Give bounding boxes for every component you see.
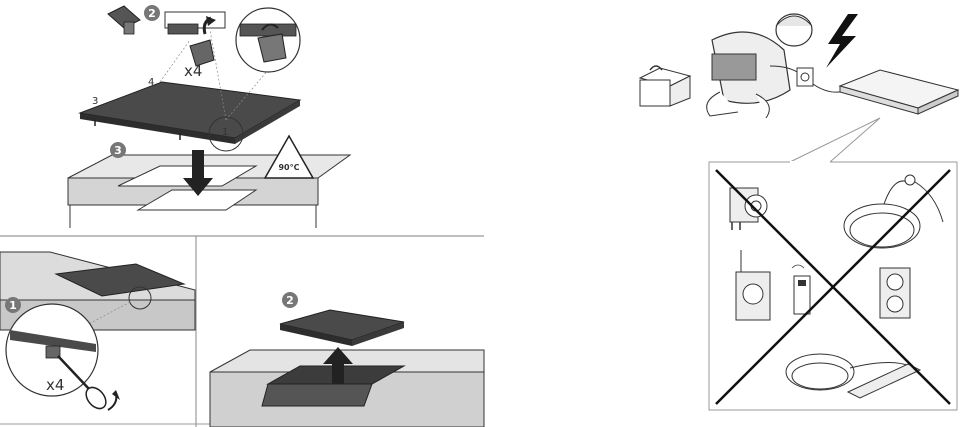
unclip-panel: 1 x4	[0, 251, 196, 411]
heat-warning-icon: 90°C	[263, 134, 315, 179]
svg-text:3: 3	[114, 144, 122, 157]
clip-detail	[164, 11, 226, 67]
worktop	[67, 154, 352, 228]
step-badge-1: 1	[5, 297, 21, 313]
prohibited-cross-icon	[715, 169, 951, 405]
svg-text:2: 2	[286, 294, 294, 307]
screwdriver-zoom	[5, 303, 120, 411]
step-badge-2: 2	[144, 5, 160, 21]
wall-socket-icon	[796, 67, 814, 87]
power-strip-icon	[785, 353, 922, 399]
part-label-4: 4	[148, 77, 154, 88]
step-badge-3: 3	[110, 142, 126, 158]
svg-text:2: 2	[148, 7, 156, 20]
install-multiplier: x4	[184, 62, 202, 80]
toolbox-icon	[638, 65, 692, 107]
lift-panel: 2	[209, 292, 485, 427]
install-panel: 3 4 1 2 x4	[67, 5, 352, 228]
part-label-3: 3	[92, 96, 98, 107]
technician-icon	[706, 13, 813, 119]
embedded-hob	[54, 263, 186, 297]
clip-zoom-circle	[235, 7, 301, 73]
up-arrow	[323, 347, 353, 384]
removal-multiplier: x4	[46, 376, 64, 394]
screwdriver-icon	[57, 355, 91, 391]
lightning-icon	[826, 14, 858, 68]
svg-text:1: 1	[9, 299, 17, 312]
power-safety-panel	[638, 13, 960, 411]
extension-cable-icon	[843, 174, 944, 249]
part-label-1: 1	[222, 127, 228, 138]
step-badge-2-removal: 2	[282, 292, 298, 308]
cutout-hob-shadow	[261, 383, 373, 407]
adapter-plug-icon	[729, 187, 768, 230]
worktop-cutout	[136, 189, 258, 211]
detail-circle	[208, 116, 244, 152]
clip-pictogram	[107, 5, 141, 35]
timer-socket-icon	[735, 250, 811, 321]
svg-text:90°C: 90°C	[278, 163, 299, 172]
hob-slab-icon	[838, 69, 960, 115]
lifted-hob	[279, 309, 405, 346]
double-socket-icon	[879, 267, 911, 319]
down-arrow	[183, 150, 213, 196]
hob	[78, 81, 302, 144]
